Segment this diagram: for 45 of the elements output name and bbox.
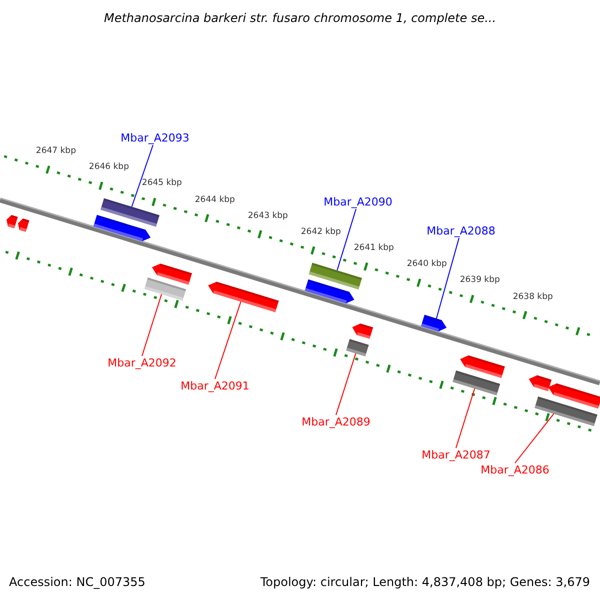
- gene-label: Mbar_A2091: [180, 380, 250, 392]
- gene-bar: [100, 198, 160, 227]
- leader-line: [214, 301, 242, 380]
- scale-label: 2639 kbp: [460, 276, 500, 285]
- gene-block: [93, 214, 151, 242]
- leader-line: [456, 388, 476, 448]
- gene-block: [352, 324, 374, 339]
- footer-text: Topology: circular; Length: 4,837,408 bp; Genes: 3,679: [260, 575, 590, 589]
- gene-label: Mbar_A2086: [480, 464, 550, 476]
- leader-line: [336, 352, 356, 416]
- scale-label: 2641 kbp: [354, 244, 394, 252]
- chart-title: Methanosarcina barkeri str. fusaro chromosome 1, complete se...: [102, 11, 498, 25]
- leader-line: [142, 294, 162, 356]
- scale-label: 2638 kbp: [512, 292, 553, 301]
- gene-block: [460, 355, 505, 378]
- gene-bar: [534, 396, 598, 426]
- scale-label: 2640 kbp: [406, 260, 447, 269]
- scale-label: 2643 kbp: [248, 212, 288, 220]
- gene-block: [152, 264, 192, 285]
- gene-label: Mbar_A2092: [108, 358, 176, 368]
- gene-block: [6, 215, 18, 228]
- footer-text: Accession: NC_007355: [9, 575, 146, 589]
- leader-line: [514, 413, 554, 464]
- gene-block: [548, 383, 600, 409]
- scale-label: 2647 kbp: [36, 146, 76, 156]
- gene-label: Mbar_A2088: [426, 226, 496, 236]
- scale-label: 2642 kbp: [300, 228, 341, 236]
- gene-block: [208, 282, 279, 312]
- gene-bar: [144, 278, 186, 301]
- leader-line: [336, 208, 356, 271]
- scale-label: 2644 kbp: [194, 195, 235, 204]
- scale-label: 2645 kbp: [142, 179, 182, 188]
- scale-label: 2646 kbp: [88, 163, 129, 172]
- gene-bar: [308, 262, 362, 290]
- gene-block: [421, 314, 447, 332]
- gene-label: Mbar_A2090: [324, 196, 392, 208]
- gene-block: [528, 375, 552, 392]
- gene-bar: [452, 370, 500, 396]
- gene-bar: [346, 339, 369, 356]
- gene-label: Mbar_A2087: [422, 450, 490, 460]
- leader-line: [436, 238, 460, 319]
- gene-block: [304, 279, 354, 304]
- gene-label: Mbar_A2093: [120, 132, 190, 144]
- gene-block: [18, 218, 30, 232]
- gene-label: Mbar_A2089: [302, 416, 370, 428]
